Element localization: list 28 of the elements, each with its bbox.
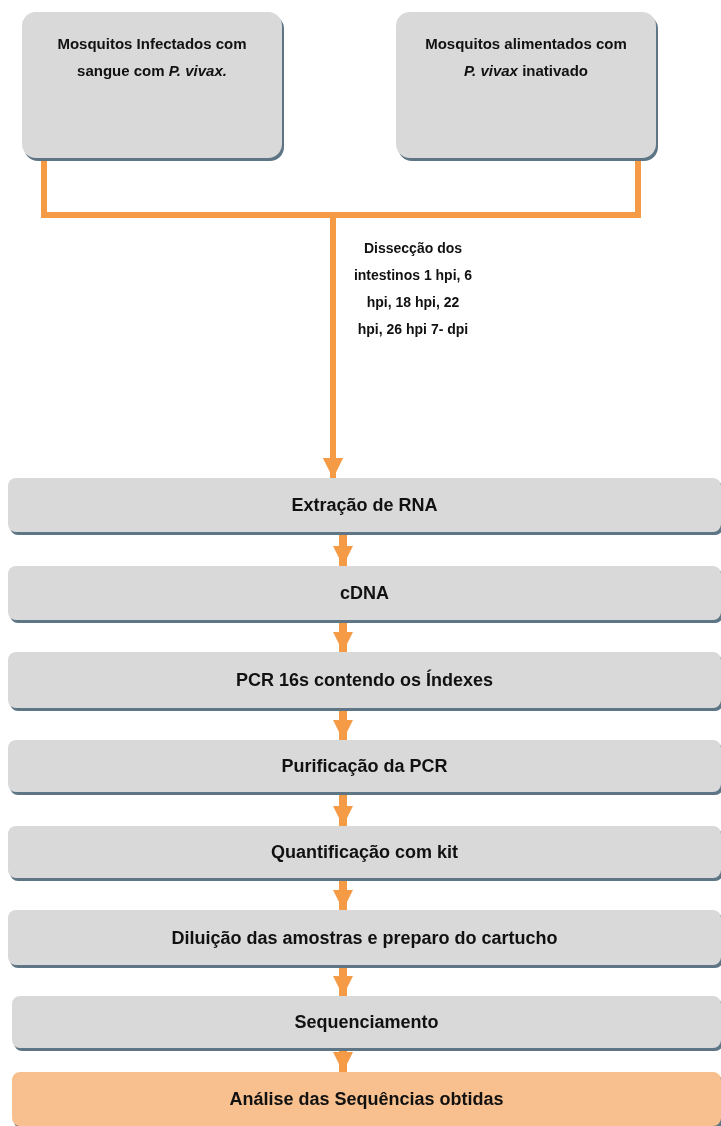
box-label: Mosquitos alimentados com P. vivax inativado [424, 34, 628, 81]
input-box [22, 12, 282, 158]
arrow [333, 792, 353, 826]
arrow [333, 708, 353, 740]
edge-label: Dissecção dos intestinos 1 hpi, 6 hpi, 18 hpi, 22 hpi, 26 hpi 7- dpi [353, 239, 473, 339]
arrow [333, 1048, 353, 1072]
arrow [333, 965, 353, 996]
process-box [8, 566, 721, 620]
process-box [8, 478, 721, 532]
input-box [396, 12, 656, 158]
box-label: Diluição das amostras e preparo do cartucho [171, 926, 558, 949]
box-label: Análise das Sequências obtidas [229, 1088, 504, 1110]
arrow [333, 620, 353, 652]
process-box [8, 652, 721, 708]
box-label: Sequenciamento [294, 1011, 439, 1033]
box-label: Quantificação com kit [270, 841, 459, 863]
process-box [8, 910, 721, 965]
process-box [12, 1072, 721, 1126]
box-label: Purificação da PCR [281, 755, 448, 777]
box-label: cDNA [340, 582, 389, 604]
process-box [12, 996, 721, 1048]
process-box [8, 826, 721, 878]
box-label: Mosquitos Infectados com sangue com P. vivax. [56, 34, 248, 81]
arrow [333, 878, 353, 910]
arrow [333, 532, 353, 566]
box-label: PCR 16s contendo os Índexes [235, 669, 494, 691]
process-box [8, 740, 721, 792]
box-label: Extração de RNA [291, 494, 438, 516]
